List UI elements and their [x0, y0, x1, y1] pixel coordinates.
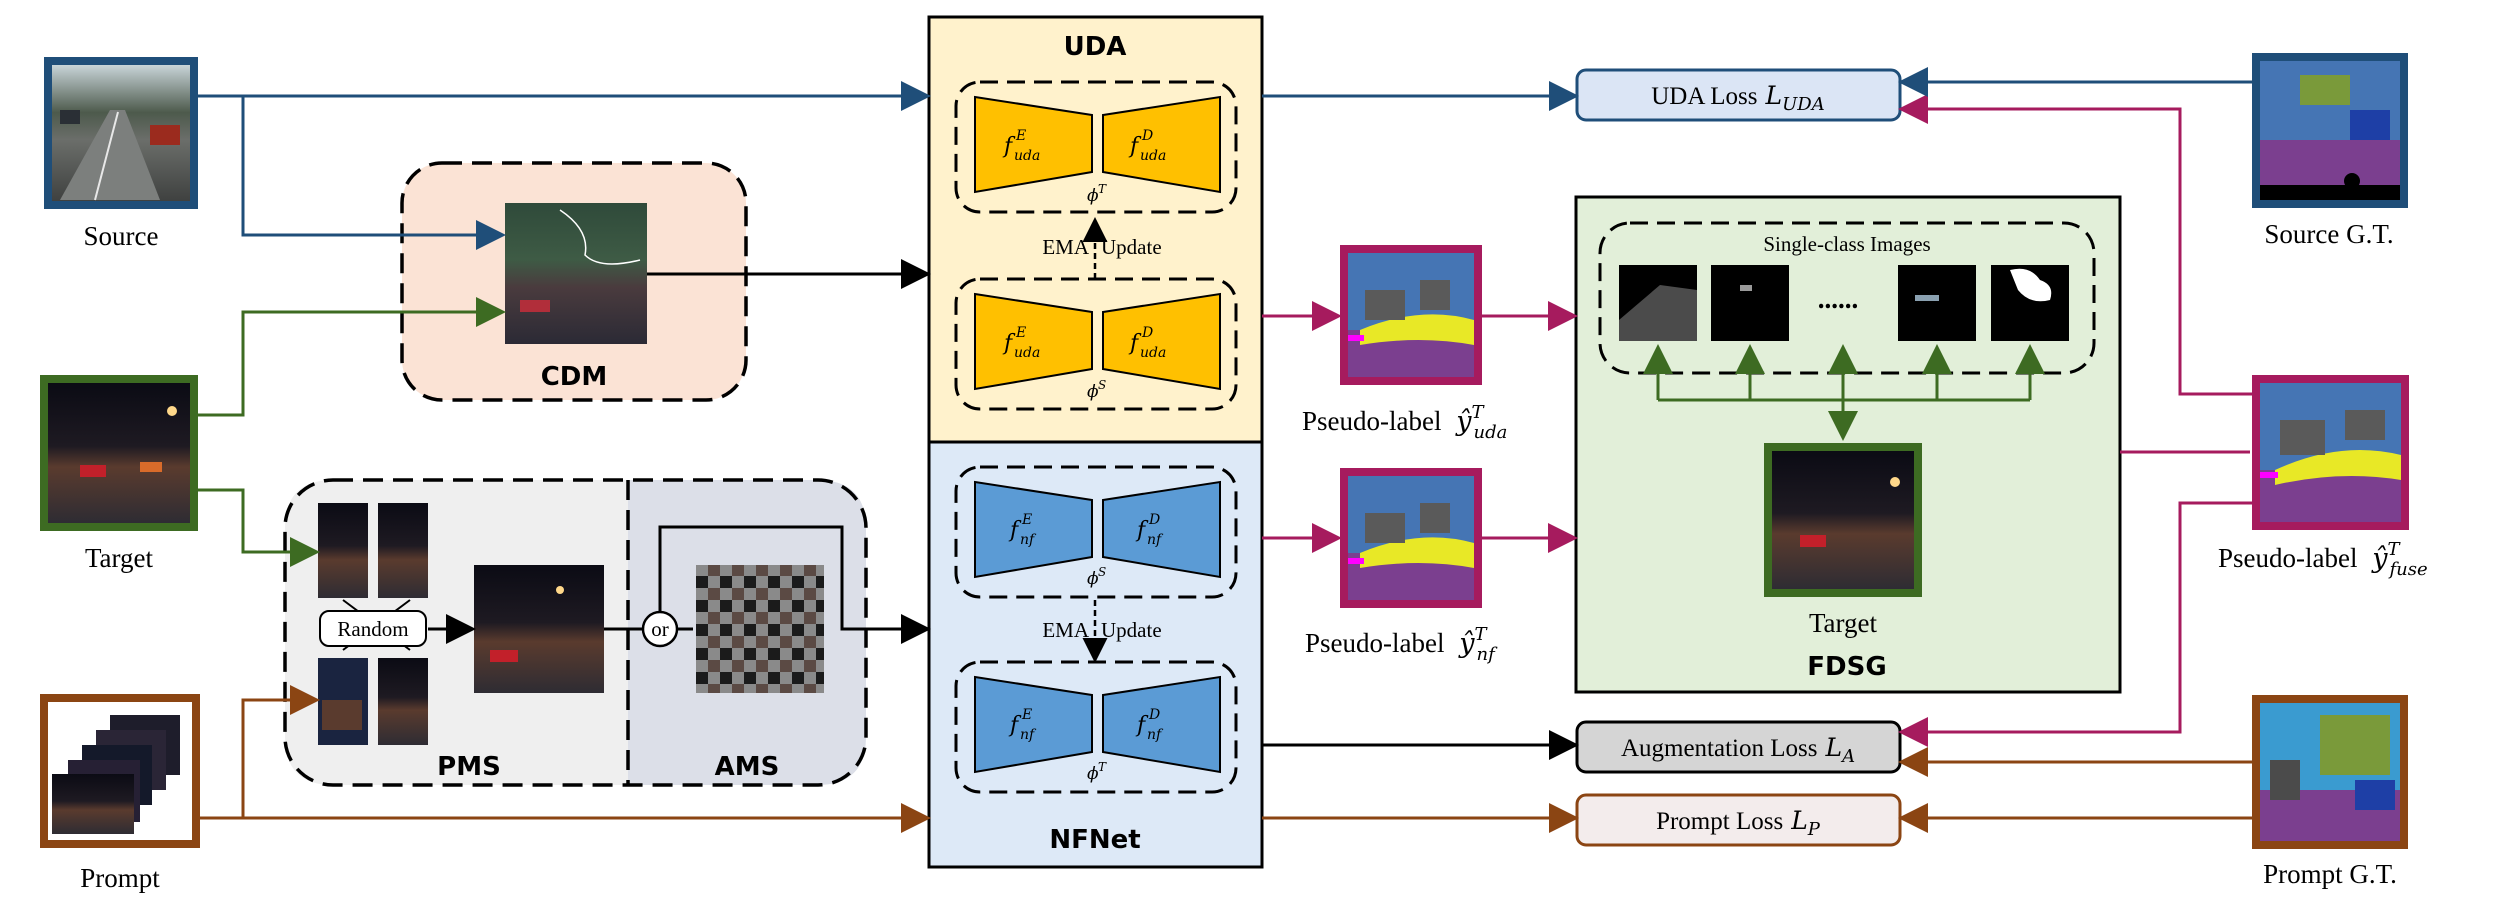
- pseudo-label-fuse-image: [2252, 375, 2409, 530]
- source-gt-image: [2252, 53, 2408, 208]
- uda-student-decoder: [1102, 292, 1221, 391]
- svg-text:Random: Random: [337, 617, 408, 641]
- single-class-group: [1598, 221, 2096, 375]
- pseudo-label-uda-image: [1340, 245, 1482, 385]
- single-class-image-2: [1711, 265, 1789, 341]
- svg-text:EMA: EMA: [1042, 618, 1090, 642]
- pms-crop-4: [378, 658, 428, 745]
- ams-label: AMS: [715, 752, 780, 782]
- single-class-image-3: [1898, 265, 1976, 341]
- prompt-gt-image: [2252, 695, 2408, 849]
- target-image: [40, 375, 198, 531]
- source-gt-label: Source G.T.: [2264, 219, 2393, 249]
- svg-text:E: E: [1021, 512, 1032, 528]
- svg-text:ϕ: ϕ: [1087, 569, 1099, 589]
- svg-text:ϕ: ϕ: [1087, 382, 1099, 402]
- ellipsis: ......: [1818, 284, 1859, 314]
- svg-text:E: E: [1015, 325, 1026, 341]
- prompt-label: Prompt: [80, 863, 160, 893]
- connector-arrows: [198, 67, 2252, 833]
- nf-teacher-decoder: [1102, 675, 1221, 774]
- svg-text:nf: nf: [1020, 727, 1037, 743]
- svg-text:S: S: [1098, 378, 1106, 392]
- uda-teacher-encoder: [974, 95, 1093, 194]
- nf-teacher-encoder: [974, 675, 1093, 774]
- svg-text:nf: nf: [1147, 727, 1164, 743]
- svg-text:T: T: [1098, 182, 1107, 196]
- svg-text:EMA: EMA: [1042, 235, 1090, 259]
- nfnet-module: NFNet EMA Update: [927, 440, 1264, 869]
- svg-text:D: D: [1141, 325, 1153, 341]
- svg-text:T: T: [1098, 760, 1107, 774]
- svg-text:E: E: [1021, 707, 1032, 723]
- svg-text:Update: Update: [1101, 235, 1162, 259]
- nf-student-encoder: [974, 480, 1093, 579]
- svg-text:or: or: [651, 617, 669, 641]
- prompt-gt-label: Prompt G.T.: [2263, 859, 2397, 889]
- source-label: Source: [84, 221, 159, 251]
- cdm-module: CDM: [400, 161, 748, 402]
- target-label: Target: [85, 543, 154, 573]
- svg-text:ϕ: ϕ: [1087, 186, 1099, 206]
- svg-text:uda: uda: [1140, 148, 1166, 164]
- pms-crop-1: [318, 503, 368, 598]
- svg-text:nf: nf: [1147, 532, 1164, 548]
- fdsg-module: Single-class Images ...... Target FDSG: [1574, 195, 2122, 694]
- cdm-label: CDM: [541, 362, 608, 392]
- random-button: Random: [319, 610, 427, 647]
- svg-text:uda: uda: [1014, 345, 1040, 361]
- svg-text:D: D: [1148, 512, 1160, 528]
- svg-text:D: D: [1148, 707, 1160, 723]
- svg-text:ϕ: ϕ: [1087, 764, 1099, 784]
- uda-module: UDA EMA Update: [927, 15, 1264, 444]
- single-class-title: Single-class Images: [1763, 232, 1930, 256]
- svg-text:uda: uda: [1014, 148, 1040, 164]
- fdsg-target-label: Target: [1809, 608, 1878, 638]
- ams-masked-image: [696, 565, 824, 693]
- cdm-mixed-image: [505, 203, 647, 344]
- pms-label: PMS: [437, 752, 501, 782]
- svg-text:Update: Update: [1101, 618, 1162, 642]
- svg-text:E: E: [1015, 128, 1026, 144]
- source-image: [44, 57, 198, 209]
- svg-text:D: D: [1141, 128, 1153, 144]
- svg-text:nf: nf: [1020, 532, 1037, 548]
- prompt-image: [40, 694, 200, 848]
- pms-mixed-image: [474, 565, 604, 693]
- fdsg-label: FDSG: [1807, 652, 1886, 682]
- svg-text:S: S: [1098, 565, 1106, 579]
- nfnet-label: NFNet: [1049, 825, 1140, 855]
- svg-text:uda: uda: [1140, 345, 1166, 361]
- nf-student-decoder: [1102, 480, 1221, 579]
- pseudo-label-nf-image: [1340, 468, 1482, 608]
- nf-student-group: [954, 465, 1238, 599]
- uda-label: UDA: [1064, 32, 1127, 62]
- uda-student-encoder: [974, 292, 1093, 391]
- pms-crop-2: [378, 503, 428, 598]
- uda-teacher-decoder: [1102, 95, 1221, 194]
- uda-teacher-group: [954, 80, 1238, 214]
